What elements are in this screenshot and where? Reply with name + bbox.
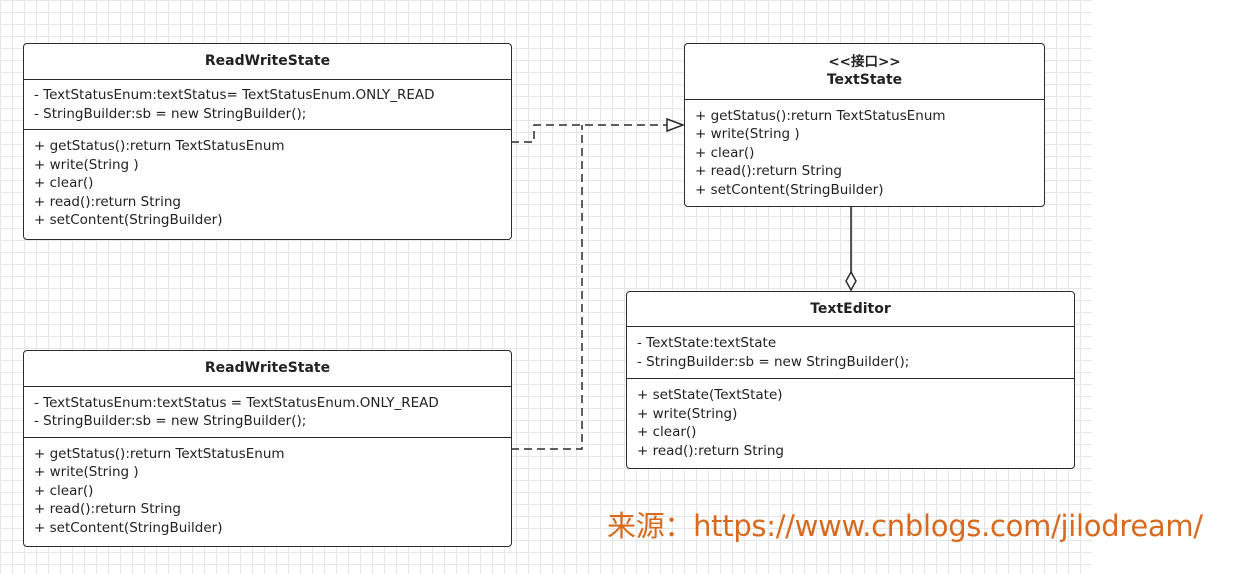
class-readwritestate-bottom[interactable]: ReadWriteState - TextStatusEnum:textStat… xyxy=(23,350,512,547)
class-header: TextEditor xyxy=(627,292,1074,327)
attribute: - StringBuilder:sb = new StringBuilder()… xyxy=(637,353,910,370)
method: + read():return String xyxy=(695,163,842,180)
aggregation-diamond xyxy=(845,270,857,292)
method: + write(String ) xyxy=(34,464,139,481)
interface-textstate[interactable]: <<接口>> TextState + getStatus():return Te… xyxy=(684,43,1045,207)
attribute: - TextStatusEnum:textStatus= TextStatusE… xyxy=(34,87,435,103)
method: + read():return String xyxy=(34,501,181,518)
method: + clear() xyxy=(695,144,755,161)
method: + clear() xyxy=(34,175,94,192)
method: + read():return String xyxy=(34,193,181,210)
method: + read():return String xyxy=(637,442,784,459)
method: + setContent(StringBuilder) xyxy=(695,181,884,198)
methods-section: + getStatus():return TextStatusEnum + wr… xyxy=(685,100,1044,206)
class-texteditor[interactable]: TextEditor - TextState:textState - Strin… xyxy=(626,291,1075,469)
class-header: ReadWriteState xyxy=(24,351,511,387)
stereotype-label: <<接口>> xyxy=(828,54,901,70)
class-readwritestate-top[interactable]: ReadWriteState - TextStatusEnum:textStat… xyxy=(23,43,512,240)
attribute: - TextState:textState xyxy=(637,335,777,351)
method: + setContent(StringBuilder) xyxy=(34,212,223,229)
method: + clear() xyxy=(637,424,697,440)
interface-name: TextState xyxy=(826,72,903,88)
method: + getStatus():return TextStatusEnum xyxy=(695,107,946,124)
method: + write(String) xyxy=(637,405,738,422)
method: + getStatus():return TextStatusEnum xyxy=(34,445,285,462)
methods-section: + setState(TextState) + write(String) + … xyxy=(627,379,1074,467)
attributes-section: - TextState:textState - StringBuilder:sb… xyxy=(627,327,1074,379)
realization-arrowhead xyxy=(666,117,686,133)
attributes-section: - TextStatusEnum:textStatus = TextStatus… xyxy=(24,387,511,438)
methods-section: + getStatus():return TextStatusEnum + wr… xyxy=(24,438,511,544)
method: + setContent(StringBuilder) xyxy=(34,519,223,536)
method: + clear() xyxy=(34,482,94,499)
attribute: - StringBuilder:sb = new StringBuilder()… xyxy=(34,413,307,429)
method: + write(String ) xyxy=(34,156,139,173)
class-name: ReadWriteState xyxy=(204,53,331,69)
class-name: ReadWriteState xyxy=(204,360,331,376)
method: + setState(TextState) xyxy=(637,387,783,403)
class-name: TextEditor xyxy=(810,300,891,317)
methods-section: + getStatus():return TextStatusEnum + wr… xyxy=(24,130,511,237)
canvas-margin xyxy=(1092,0,1234,574)
realization-line-bottom xyxy=(511,125,583,450)
class-header: ReadWriteState xyxy=(24,44,511,80)
method: + write(String ) xyxy=(695,126,800,143)
attribute: - TextStatusEnum:textStatus = TextStatus… xyxy=(34,394,439,411)
attribute: - StringBuilder:sb = new StringBuilder()… xyxy=(34,105,307,122)
source-caption: 来源：https://www.cnblogs.com/jilodream/ xyxy=(607,509,1203,543)
attributes-section: - TextStatusEnum:textStatus= TextStatusE… xyxy=(24,80,511,130)
method: + getStatus():return TextStatusEnum xyxy=(34,138,285,155)
realization-line-top xyxy=(511,124,680,143)
interface-header: <<接口>> TextState xyxy=(685,44,1044,100)
